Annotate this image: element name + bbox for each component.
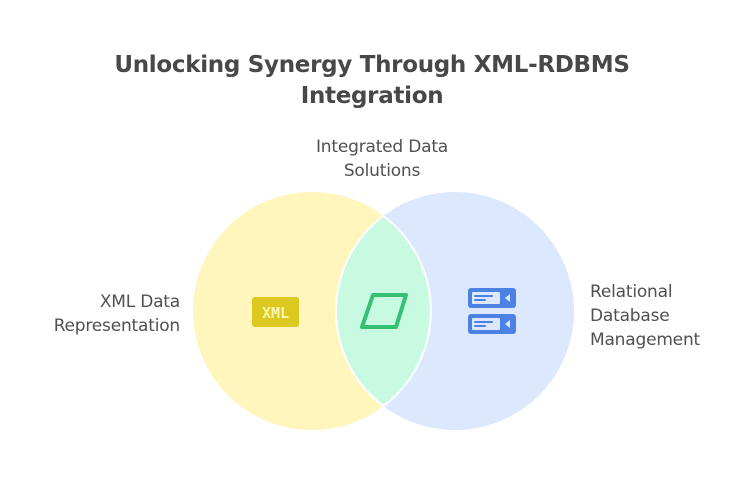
intersection-label-line-2: Solutions: [343, 161, 421, 181]
xml-badge-text: XML: [262, 304, 289, 322]
rdbms-set-label-line-1: Relational: [590, 282, 673, 302]
xml-set-label-line-2: Representation: [53, 316, 181, 336]
xml-badge-icon: XML: [252, 297, 299, 327]
xml-set-label-line-1: XML Data: [99, 292, 180, 312]
intersection-border: [335, 192, 431, 430]
intersection-label-line-1: Integrated Data: [315, 137, 449, 157]
intersection-border-left: [382, 215, 432, 407]
xml-set-label: XML Data Representation: [0, 290, 181, 338]
title-line-2: Integration: [300, 83, 444, 109]
intersection-label: Integrated Data Solutions: [272, 135, 492, 183]
rdbms-set-label: Relational Database Management: [590, 280, 740, 352]
rdbms-set-label-line-2: Database: [590, 306, 670, 326]
server-unit-bottom: [468, 314, 516, 334]
title-line-1: Unlocking Synergy Through XML-RDBMS: [114, 52, 630, 78]
database-server-icon: [468, 288, 516, 334]
parallelogram-icon: [360, 293, 408, 329]
server-unit-top: [468, 288, 516, 308]
diagram-title: Unlocking Synergy Through XML-RDBMS Inte…: [0, 50, 744, 112]
rdbms-set-label-line-3: Management: [590, 330, 700, 350]
intersection-region: [336, 192, 431, 430]
